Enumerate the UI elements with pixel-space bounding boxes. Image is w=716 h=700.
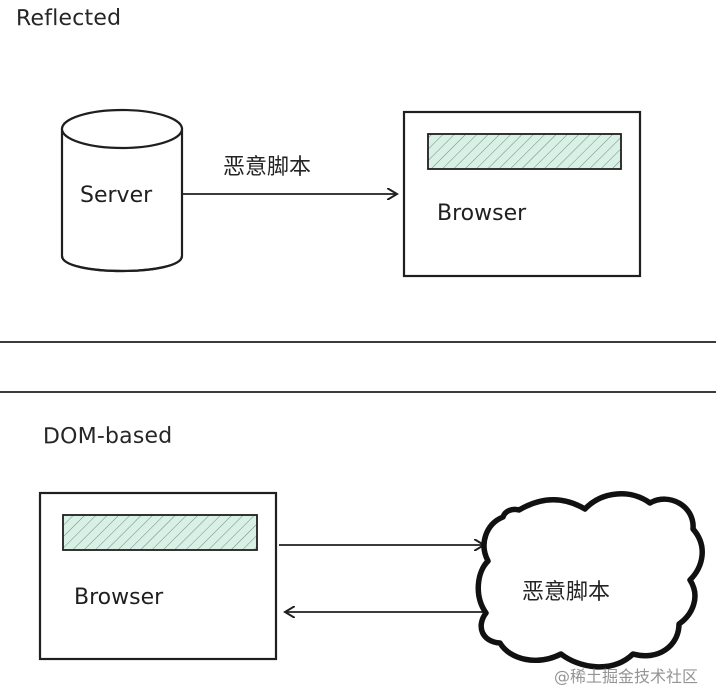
cloud-label: 恶意脚本 (522, 580, 611, 605)
dom-based-section (38, 491, 705, 670)
dom-arrows (279, 545, 490, 612)
reflected-browser-window (402, 110, 642, 278)
server-label: Server (80, 183, 153, 208)
reflected-title: Reflected (15, 5, 122, 32)
server-cylinder (60, 108, 184, 273)
dom-browser-window (38, 491, 278, 661)
section-dividers (0, 341, 716, 393)
malicious-script-cloud (475, 491, 705, 670)
dom-based-title: DOM-based (42, 423, 173, 450)
dom-browser-label: Browser (74, 585, 164, 610)
reflected-section (60, 108, 642, 278)
reflected-browser-label: Browser (437, 201, 527, 226)
watermark: @稀土掘金技术社区 (553, 667, 698, 686)
reflected-arrow-label: 恶意脚本 (223, 155, 312, 180)
